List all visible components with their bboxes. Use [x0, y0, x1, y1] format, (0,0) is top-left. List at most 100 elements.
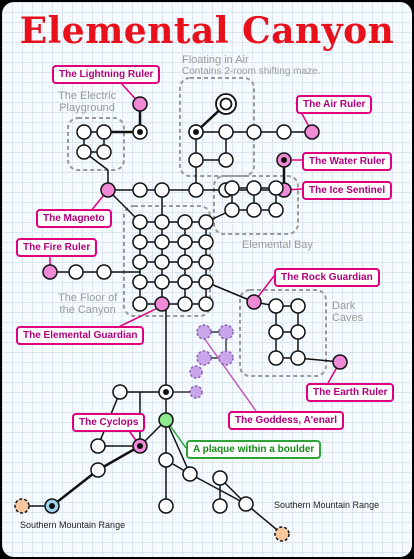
room-node: [212, 470, 228, 486]
label-rock-guardian[interactable]: The Rock Guardian: [274, 268, 380, 287]
exit-left-outside-node: [14, 498, 30, 514]
label-plaque[interactable]: A plaque within a boulder: [186, 440, 322, 459]
goddess-room-node: [218, 350, 234, 366]
room-node: [268, 350, 284, 366]
goddess-room-node: [218, 324, 234, 340]
room-node: [154, 254, 170, 270]
room-node: [268, 298, 284, 314]
room-node: [90, 462, 106, 478]
room-node: [290, 298, 306, 314]
area-floating-in-air: Floating in Air Contains 2-room shifting…: [182, 54, 321, 77]
room-node: [268, 180, 284, 196]
room-node: [198, 254, 214, 270]
room-node: [246, 202, 262, 218]
magneto-node: [100, 182, 116, 198]
room-node: [224, 202, 240, 218]
room-node: [182, 466, 198, 482]
box-dark-caves: [239, 289, 327, 377]
room-node: [76, 144, 92, 160]
air-ruler-node: [304, 124, 320, 140]
room-node: [218, 124, 234, 140]
room-node: [158, 498, 174, 514]
lightning-ruler-node: [132, 96, 148, 112]
door-marker: [137, 443, 143, 449]
label-water-ruler[interactable]: The Water Ruler: [302, 152, 393, 171]
room-node: [132, 274, 148, 290]
room-node: [218, 152, 234, 168]
room-node: [177, 254, 193, 270]
maze-swirl-icon: [215, 93, 237, 115]
label-air-ruler[interactable]: The Air Ruler: [296, 95, 373, 114]
earth-ruler-node: [332, 354, 348, 370]
room-node: [290, 350, 306, 366]
room-node: [96, 124, 112, 140]
label-cyclops[interactable]: The Cyclops: [72, 413, 146, 432]
door-marker: [281, 157, 287, 163]
room-node: [132, 234, 148, 250]
goddess-room-node: [196, 324, 212, 340]
exit-right-link: [245, 503, 283, 535]
label-earth-ruler[interactable]: The Earth Ruler: [306, 383, 395, 402]
room-node: [112, 384, 128, 400]
map-title: Elemental Canyon: [19, 10, 395, 52]
goddess-room-node: [189, 385, 203, 399]
room-node: [132, 296, 148, 312]
room-node: [154, 214, 170, 230]
room-node: [90, 438, 106, 454]
room-node: [198, 234, 214, 250]
room-node: [188, 152, 204, 168]
room-node: [154, 274, 170, 290]
room-node: [198, 214, 214, 230]
label-ice-sentinel[interactable]: The Ice Sentinel: [302, 181, 393, 200]
room-node: [177, 214, 193, 230]
exit-label-right: Southern Mountain Range: [274, 500, 380, 510]
room-node: [96, 144, 112, 160]
room-node: [132, 182, 148, 198]
goddess-room-node: [189, 365, 203, 379]
exit-label-left: Southern Mountain Range: [20, 520, 126, 530]
room-node: [198, 274, 214, 290]
rock-guardian-node: [246, 294, 262, 310]
maze-swirl-inner: [219, 97, 233, 111]
room-node: [177, 234, 193, 250]
room-node: [268, 324, 284, 340]
label-lightning-ruler[interactable]: The Lightning Ruler: [52, 65, 161, 84]
label-goddess[interactable]: The Goddess, A'enarl: [228, 411, 345, 430]
room-node: [177, 274, 193, 290]
door-marker: [137, 129, 143, 135]
door-marker: [163, 389, 169, 395]
label-elemental-guardian[interactable]: The Elemental Guardian: [16, 326, 145, 345]
room-node: [188, 182, 204, 198]
room-node: [158, 452, 174, 468]
fire-ruler-node: [42, 264, 58, 280]
cyclops-link: [97, 444, 141, 472]
label-fire-ruler[interactable]: The Fire Ruler: [16, 238, 98, 257]
door-marker: [193, 129, 199, 135]
room-node: [198, 296, 214, 312]
room-node: [68, 264, 84, 280]
door-marker: [49, 503, 55, 509]
label-magneto[interactable]: The Magneto: [36, 209, 112, 228]
elemental-guardian-node: [154, 296, 170, 312]
box-elemental-bay: [213, 175, 299, 235]
room-node: [238, 496, 254, 512]
area-elemental-bay: Elemental Bay: [242, 239, 313, 251]
room-node: [268, 202, 284, 218]
box-electric-playground: [67, 117, 125, 171]
rock-link: [205, 281, 255, 303]
room-node: [76, 124, 92, 140]
room-node: [96, 264, 112, 280]
room-node: [177, 296, 193, 312]
label-leader: [203, 337, 257, 412]
room-node: [154, 182, 170, 198]
room-node: [246, 180, 262, 196]
room-node: [212, 498, 228, 514]
room-node: [246, 124, 262, 140]
room-node: [290, 324, 306, 340]
plaque-node: [158, 412, 174, 428]
